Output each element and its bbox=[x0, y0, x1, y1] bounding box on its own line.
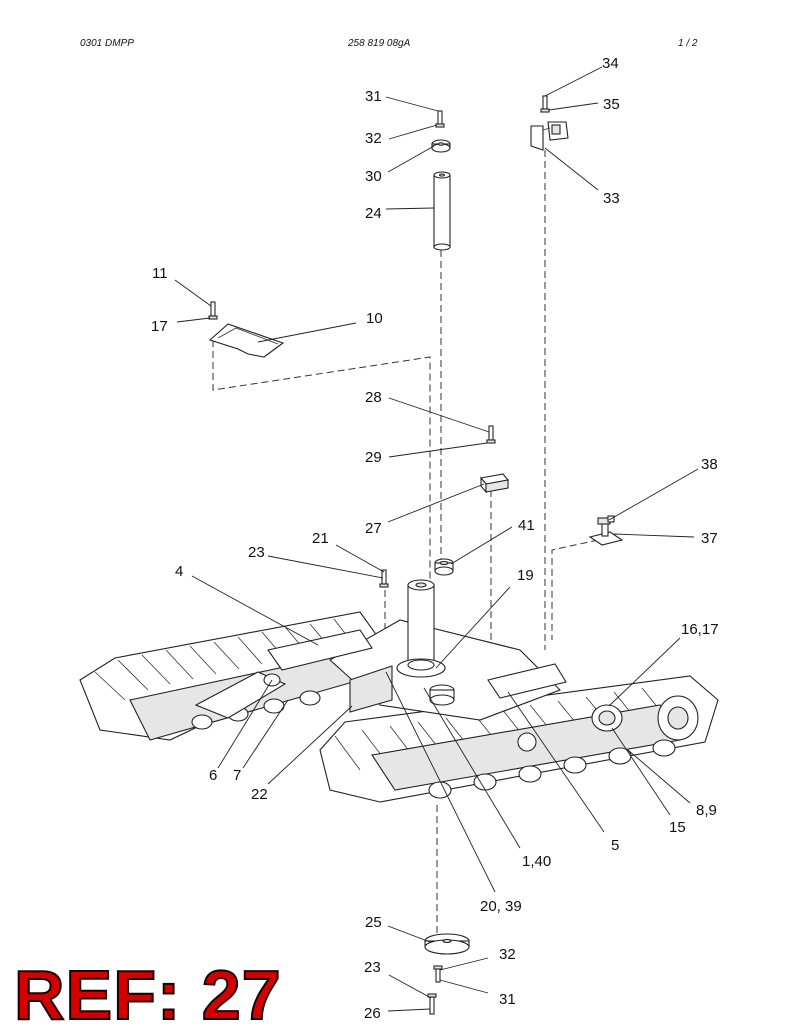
assembly-axes bbox=[212, 150, 599, 935]
callout-31-bottom: 31 bbox=[499, 991, 516, 1008]
swivel-fitting-assembly bbox=[588, 515, 624, 546]
callout-32-top: 32 bbox=[365, 130, 382, 147]
document-code: 0301 DMPP bbox=[80, 38, 134, 49]
callout-15: 15 bbox=[669, 819, 686, 836]
bushing-41 bbox=[434, 558, 454, 576]
callout-21: 21 bbox=[312, 530, 329, 547]
callout-7: 7 bbox=[233, 767, 241, 784]
callout-22: 22 bbox=[251, 786, 268, 803]
undercarriage bbox=[79, 579, 719, 803]
callout-8-9: 8,9 bbox=[696, 802, 717, 819]
callout-33: 33 bbox=[603, 190, 620, 207]
callout-10: 10 bbox=[366, 310, 383, 327]
callout-25: 25 bbox=[365, 914, 382, 931]
right-track bbox=[319, 675, 719, 803]
callout-32-bottom: 32 bbox=[499, 946, 516, 963]
callout-labels: 31 32 30 24 34 35 33 11 17 10 28 29 27 4… bbox=[151, 55, 719, 1022]
center-frame bbox=[194, 579, 567, 721]
callout-16-17: 16,17 bbox=[681, 621, 719, 638]
callout-37: 37 bbox=[701, 530, 718, 547]
callout-31-top: 31 bbox=[365, 88, 382, 105]
callout-6: 6 bbox=[209, 767, 217, 784]
callout-29: 29 bbox=[365, 449, 382, 466]
part-number: 258 819 08gA bbox=[348, 38, 411, 49]
base-plate-assembly bbox=[424, 933, 470, 1015]
callout-28: 28 bbox=[365, 389, 382, 406]
callout-26: 26 bbox=[364, 1005, 381, 1022]
callout-5: 5 bbox=[611, 837, 619, 854]
callout-11: 11 bbox=[152, 265, 168, 282]
valve-bracket-assembly bbox=[530, 95, 569, 151]
left-track bbox=[79, 611, 381, 741]
screw-21 bbox=[379, 569, 389, 588]
callout-41: 41 bbox=[518, 517, 535, 534]
callout-19: 19 bbox=[517, 567, 534, 584]
cover-plate-assembly bbox=[208, 301, 285, 358]
callout-27: 27 bbox=[365, 520, 382, 537]
callout-4: 4 bbox=[175, 563, 183, 580]
callout-23-bottom: 23 bbox=[364, 959, 381, 976]
callout-17: 17 bbox=[151, 318, 168, 335]
callout-38: 38 bbox=[701, 456, 718, 473]
callout-34: 34 bbox=[602, 55, 619, 72]
page-indicator: 1 / 2 bbox=[678, 38, 698, 49]
clamp-block-assembly bbox=[479, 425, 510, 494]
callout-24: 24 bbox=[365, 205, 382, 222]
callout-20-39: 20, 39 bbox=[480, 898, 522, 915]
callout-23-top: 23 bbox=[248, 544, 265, 561]
callout-35: 35 bbox=[603, 96, 620, 113]
leader-lines bbox=[174, 66, 699, 1012]
callout-1-40: 1,40 bbox=[522, 853, 551, 870]
ref-stamp: REF: 27 bbox=[13, 956, 282, 1034]
top-pin-and-column bbox=[431, 110, 451, 251]
callout-30: 30 bbox=[365, 168, 382, 185]
